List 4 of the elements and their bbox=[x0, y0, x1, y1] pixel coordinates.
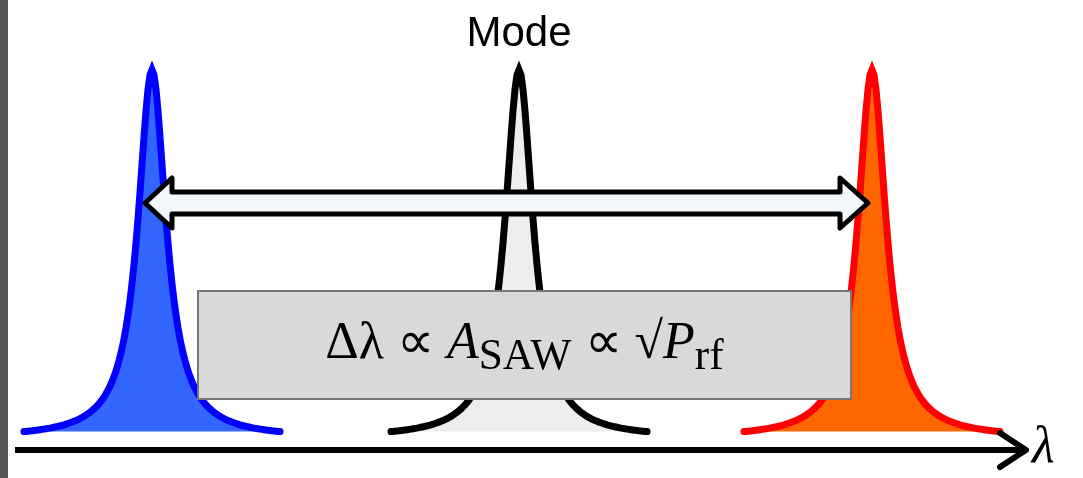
mode-label: Mode bbox=[466, 8, 572, 56]
formula: Δλ ∝ A$_{SAW}$ ∝ √P$_{rf}$ bbox=[325, 311, 724, 380]
formula-box bbox=[197, 290, 852, 400]
axis-label: λ bbox=[1032, 415, 1055, 474]
